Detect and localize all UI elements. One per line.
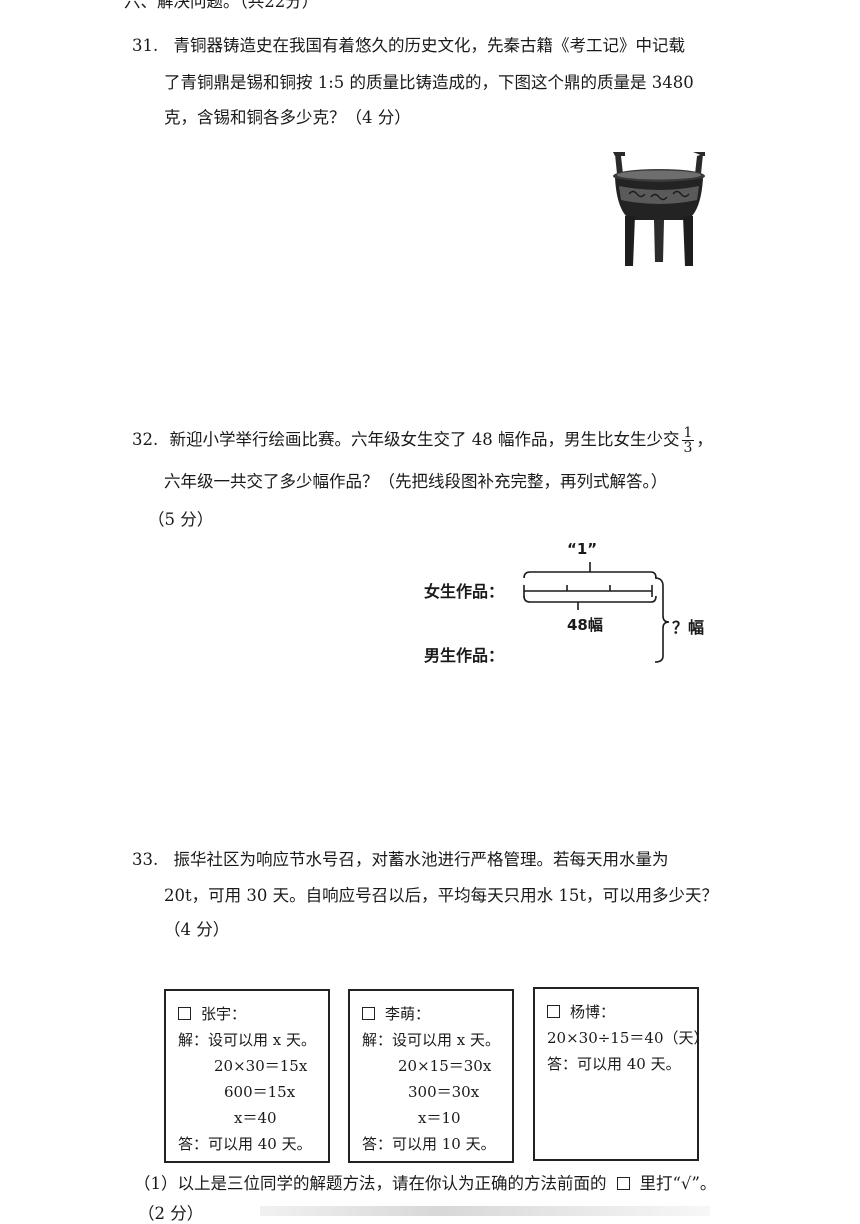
question-number: 32. — [132, 430, 159, 449]
question-number: 31. — [132, 36, 159, 55]
girls-label: 女生作品： — [424, 582, 505, 601]
checkbox[interactable] — [178, 1007, 191, 1020]
section-header: 六、解决问题。（共22分） — [124, 0, 319, 11]
student-name: 杨博： — [570, 1003, 616, 1021]
total-label: ？幅 — [672, 618, 705, 637]
boys-label: 男生作品： — [424, 646, 505, 665]
question-text-line: 克，含锡和铜各多少克？（4 分） — [164, 108, 411, 127]
student-name: 张宇： — [201, 1005, 247, 1023]
solution-row: 600＝15x — [224, 1083, 296, 1101]
count-label: 48幅 — [567, 616, 603, 634]
fraction-denominator: 3 — [683, 440, 693, 456]
solution-row: 答：可以用 10 天。 — [362, 1135, 496, 1153]
solution-box-zhangyu: 张宇： 解：设可以用 x 天。 20×30＝15x 600＝15x x＝40 答… — [164, 989, 330, 1163]
solution-row: 20×30＝15x — [214, 1057, 308, 1075]
solution-box-yangbo: 杨博： 20×30÷15＝40（天） 答：可以用 40 天。 — [533, 987, 709, 1161]
question-points: （4 分） — [164, 920, 230, 939]
question-text-line: 六年级一共交了多少幅作品？（先把线段图补充完整，再列式解答。） — [164, 472, 668, 491]
solution-row: 解：设可以用 x 天。 — [362, 1031, 500, 1049]
question-text-line: 了青铜鼎是锡和铜按 1:5 的质量比铸造成的，下图这个鼎的质量是 3480 — [164, 73, 694, 92]
solution-row: x＝10 — [418, 1109, 461, 1127]
solution-row: 20×30÷15＝40（天） — [547, 1029, 709, 1047]
segment-diagram-lines — [523, 562, 670, 663]
sub-question-points: （2 分） — [138, 1204, 204, 1223]
solution-box-limeng: 李萌： 解：设可以用 x 天。 20×15＝30x 300＝30x x＝10 答… — [348, 989, 514, 1163]
sub-question-1: （1）以上是三位同学的解题方法，请在你认为正确的方法前面的 里打“√”。 — [134, 1174, 716, 1194]
sub-question-text: （1）以上是三位同学的解题方法，请在你认为正确的方法前面的 — [134, 1174, 607, 1193]
question-text-line: 振华社区为响应节水号召，对蓄水池进行严格管理。若每天用水量为 — [173, 850, 669, 869]
question-text-punct: ， — [696, 430, 713, 449]
checkbox[interactable] — [547, 1005, 560, 1018]
solution-row: 答：可以用 40 天。 — [547, 1055, 681, 1073]
solution-row: 解：设可以用 x 天。 — [178, 1031, 316, 1049]
solution-row: 20×15＝30x — [398, 1057, 492, 1075]
unit-label: “1” — [567, 540, 598, 558]
question-text-line: 青铜器铸造史在我国有着悠久的历史文化，先秦古籍《考工记》中记载 — [173, 36, 686, 55]
solution-row: 300＝30x — [408, 1083, 480, 1101]
solution-row: 答：可以用 40 天。 — [178, 1135, 312, 1153]
checkbox[interactable] — [362, 1007, 375, 1020]
fraction-numerator: 1 — [681, 425, 695, 441]
sub-question-text: 里打“√”。 — [639, 1174, 717, 1193]
question-points: （5 分） — [148, 510, 214, 529]
scan-artifact — [260, 1206, 710, 1216]
question-text-line: 20t，可用 30 天。自响应号召以后，平均每天只用水 15t，可以用多少天？ — [164, 886, 718, 905]
solution-row: x＝40 — [234, 1109, 277, 1127]
checkbox-symbol — [616, 1177, 630, 1190]
question-number: 33. — [132, 850, 159, 869]
student-name: 李萌： — [385, 1005, 431, 1023]
question-text-line: 新迎小学举行绘画比赛。六年级女生交了 48 幅作品，男生比女生少交 — [169, 430, 680, 449]
bronze-ding-image — [613, 152, 705, 266]
